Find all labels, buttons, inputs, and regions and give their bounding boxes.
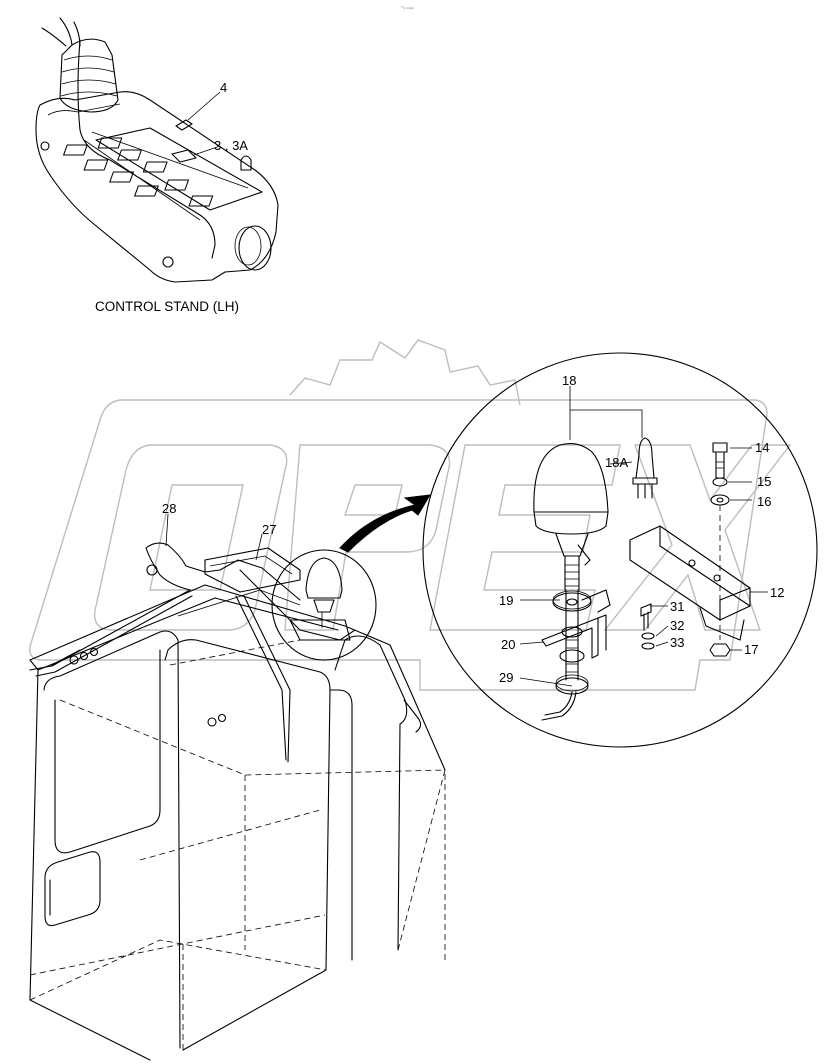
detail-circle <box>422 352 818 748</box>
cab-front-left-pillar <box>29 669 151 1061</box>
bracket-12 <box>629 525 751 621</box>
round-knob <box>238 225 272 271</box>
control-stand-body <box>35 91 279 283</box>
bolt-31 <box>640 603 652 631</box>
roof-bolt <box>69 655 79 665</box>
wire-harness-top <box>41 17 81 47</box>
small-beacon <box>305 557 343 599</box>
callout-33: 33 <box>670 635 684 650</box>
watermark-plate <box>29 399 768 691</box>
part-4-clip <box>175 119 193 131</box>
cab-right-pillar <box>164 639 331 1051</box>
washer-32 <box>641 632 655 640</box>
callout-12: 12 <box>770 585 784 600</box>
control-stand-lh: 4 3 , 3A CONTROL STAND (LH) <box>35 17 279 314</box>
stand-wire <box>77 39 216 259</box>
watermark-letter-o <box>93 444 288 631</box>
control-stand-caption: CONTROL STAND (LH) <box>95 299 239 314</box>
switch-panel <box>95 127 263 211</box>
detail-arrow <box>339 494 431 553</box>
mounting-bracket-20 <box>541 617 599 659</box>
callout-29: 29 <box>499 670 513 685</box>
pillar-bolt <box>207 717 217 727</box>
roof-harness: 28 27 <box>29 501 356 677</box>
harness-28 <box>29 589 193 677</box>
watermark-gear-outline <box>289 339 521 406</box>
washer-15 <box>712 477 728 487</box>
callout-15: 15 <box>757 474 771 489</box>
callout-14: 14 <box>755 440 769 455</box>
mount-hole-bottom <box>162 256 174 268</box>
watermark-letter-p <box>284 444 451 631</box>
part-3a-bulb <box>240 155 252 171</box>
washer-33 <box>641 642 655 650</box>
callout-19: 19 <box>499 593 513 608</box>
part-3-switch <box>171 149 197 163</box>
beacon-dome-18 <box>533 443 609 513</box>
cab-frame <box>29 584 446 1061</box>
callout-16: 16 <box>757 494 771 509</box>
callout-20: 20 <box>501 637 515 652</box>
bulb-18a <box>635 437 655 479</box>
header-mark: ᵐₒ ₘₘₘ <box>401 5 414 10</box>
callout-4: 4 <box>220 80 227 95</box>
bolt-14 <box>712 442 728 479</box>
beacon-location-circle <box>271 549 377 661</box>
beacon-detail: 18 18A 14 15 16 12 17 19 20 29 31 32 33 <box>422 352 818 748</box>
callout-18: 18 <box>562 373 576 388</box>
cab-roof <box>29 584 446 771</box>
callout-3-3a: 3 , 3A <box>214 138 248 153</box>
callout-28: 28 <box>162 501 176 516</box>
watermark-letter-x <box>603 444 792 631</box>
roof-bracket <box>204 547 301 593</box>
callout-31: 31 <box>670 599 684 614</box>
gasket-19 <box>552 592 592 612</box>
callout-32: 32 <box>670 618 684 633</box>
callout-18a: 18A <box>605 455 628 470</box>
harness-grommet <box>146 564 158 576</box>
washer-16 <box>710 494 730 506</box>
switch-buttons <box>62 137 214 207</box>
callout-27: 27 <box>262 522 276 537</box>
nut-17 <box>709 643 731 657</box>
pillar-strip <box>235 595 291 763</box>
callout-17: 17 <box>744 642 758 657</box>
mount-hole-left <box>40 141 50 151</box>
cable-29 <box>541 691 577 721</box>
joystick-boot <box>59 38 119 113</box>
